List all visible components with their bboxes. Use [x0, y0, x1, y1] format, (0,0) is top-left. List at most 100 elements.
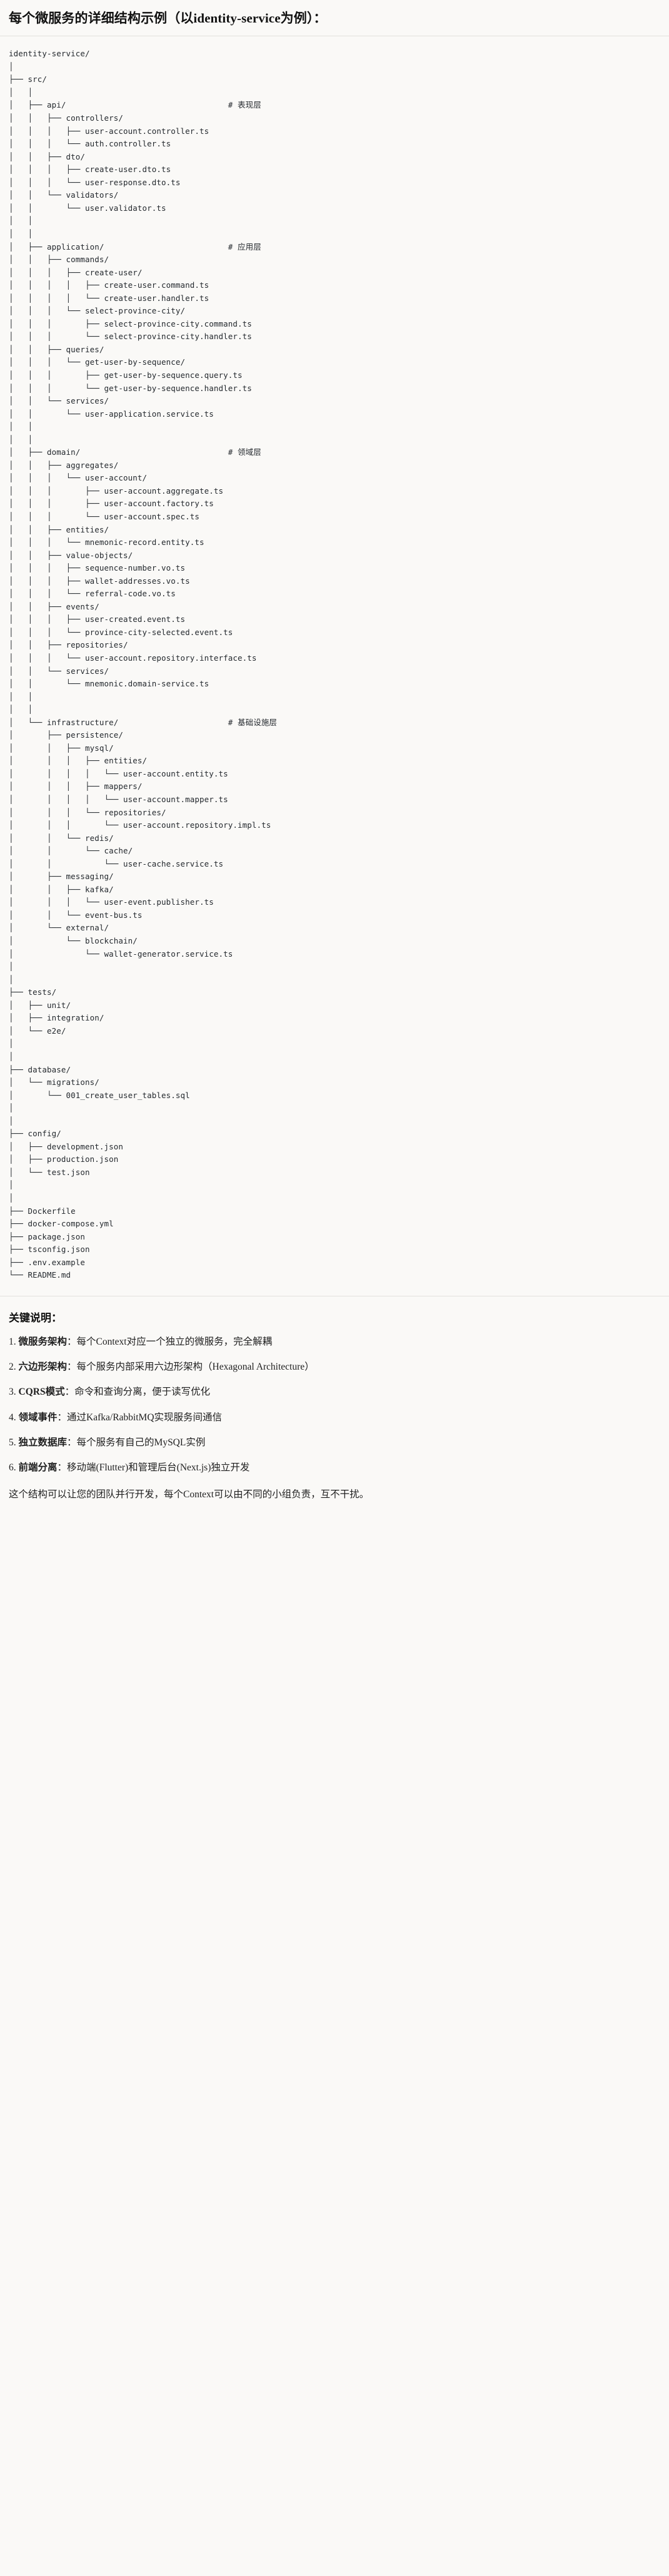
key-note-body: 每个服务内部采用六边形架构（Hexagonal Architecture） [76, 1362, 314, 1373]
tree-comment: # 表现层 [228, 100, 261, 110]
tree-line: │ └── e2e/ [9, 1026, 66, 1036]
tree-line: │ │ │ ├── create-user.dto.ts [9, 165, 171, 175]
tree-comment: # 基础设施层 [228, 717, 278, 727]
tree-line: │ │ │ └── user-account.repository.interf… [9, 653, 257, 663]
tree-line: │ │ │ │ ├── create-user.command.ts [9, 280, 209, 290]
tree-line: │ │ │ ├── create-user/ [9, 267, 143, 277]
tree-line: │ │ └── services/ [9, 666, 109, 676]
key-note-separator: ： [67, 1362, 77, 1373]
tree-line: │ │ └── user-cache.service.ts [9, 858, 224, 868]
tree-line: ├── tsconfig.json [9, 1245, 90, 1255]
tree-line: │ │ ├── kafka/ [9, 884, 114, 894]
key-note-separator: ： [67, 1437, 77, 1448]
tree-line: │ [9, 61, 14, 71]
key-note-number: 2. [9, 1362, 19, 1373]
tree-line: │ │ └── mnemonic.domain-service.ts [9, 679, 209, 689]
tree-line: ├── package.json [9, 1231, 86, 1241]
tree-line: │ │ ├── commands/ [9, 255, 109, 265]
key-note-item: 1. 微服务架构：每个Context对应一个独立的微服务，完全解耦 [9, 1335, 660, 1349]
key-notes-section: 关键说明： 1. 微服务架构：每个Context对应一个独立的微服务，完全解耦 2… [0, 1296, 669, 1516]
tree-line: │ │ │ └── mnemonic-record.entity.ts [9, 537, 204, 547]
directory-tree: identity-service/│├── src/│ ││ ├── api/ … [9, 48, 660, 1282]
tree-line: │ │ │ └── user-account.repository.impl.t… [9, 820, 271, 830]
key-note-item: 3. CQRS模式：命令和查询分离，便于读写优化 [9, 1385, 660, 1399]
tree-line: │ │ │ └── auth.controller.ts [9, 139, 171, 149]
tree-line: ├── Dockerfile [9, 1206, 76, 1216]
key-note-body: 通过Kafka/RabbitMQ实现服务间通信 [67, 1412, 223, 1423]
key-note-number: 1. [9, 1336, 19, 1347]
key-note-separator: ： [57, 1462, 68, 1474]
tree-line: │ ├── domain/ # 领域层 [9, 447, 261, 457]
tree-line: │ │ ├── aggregates/ [9, 460, 119, 470]
key-note-term: 独立数据库 [18, 1437, 68, 1448]
key-note-item: 2. 六边形架构：每个服务内部采用六边形架构（Hexagonal Archite… [9, 1360, 660, 1374]
tree-line: │ └── blockchain/ [9, 936, 138, 946]
tree-line: │ │ │ │ └── user-account.entity.ts [9, 768, 228, 778]
tree-line: │ ├── production.json [9, 1154, 119, 1164]
key-note-body: 移动端(Flutter)和管理后台(Next.js)独立开发 [67, 1462, 250, 1474]
tree-line: │ │ │ └── user-account/ [9, 473, 148, 483]
tree-line: │ │ │ └── select-province-city/ [9, 306, 186, 316]
tree-line: │ [9, 974, 14, 984]
key-note-term: 微服务架构 [18, 1336, 68, 1347]
key-note-body: 命令和查询分离，便于读写优化 [74, 1387, 211, 1398]
tree-line: │ │ │ ├── mappers/ [9, 781, 143, 792]
tree-line: │ └── test.json [9, 1167, 90, 1177]
key-note-item: 5. 独立数据库：每个服务有自己的MySQL实例 [9, 1435, 660, 1450]
tree-line: │ │ │ ├── wallet-addresses.vo.ts [9, 576, 190, 586]
tree-line: │ │ │ ├── select-province-city.command.t… [9, 318, 252, 328]
key-note-number: 6. [9, 1462, 19, 1474]
tree-line: │ │ ├── events/ [9, 601, 99, 611]
tree-line: identity-service/ [9, 49, 90, 59]
tree-line: │ │ │ └── user-account.spec.ts [9, 511, 200, 521]
tree-comment: # 领域层 [228, 447, 261, 457]
tree-line: │ │ │ ├── user-account.aggregate.ts [9, 486, 224, 496]
tree-line: │ │ │ └── referral-code.vo.ts [9, 589, 176, 599]
tree-line: │ ├── development.json [9, 1141, 124, 1151]
tree-line: │ │ ├── mysql/ [9, 743, 114, 753]
tree-line: │ │ ├── dto/ [9, 151, 86, 161]
key-note-separator: ： [57, 1412, 68, 1423]
tree-line: │ │ └── validators/ [9, 190, 119, 200]
tree-comment: # 应用层 [228, 242, 261, 252]
tree-line: │ │ │ └── province-city-selected.event.t… [9, 627, 233, 637]
tree-line: │ └── migrations/ [9, 1077, 99, 1087]
key-note-term: CQRS模式 [18, 1387, 65, 1398]
tree-line: │ │ [9, 216, 33, 226]
tree-line: │ │ └── user.validator.ts [9, 203, 166, 213]
key-notes-title: 关键说明： [9, 1311, 62, 1324]
document-header: 每个微服务的详细结构示例（以identity-service为例）： [0, 0, 669, 37]
tree-line: │ │ │ │ └── create-user.handler.ts [9, 293, 209, 303]
key-note-number: 4. [9, 1412, 19, 1423]
key-note-term: 领域事件 [18, 1412, 58, 1423]
tree-line: │ ├── application/ # 应用层 [9, 242, 261, 252]
tree-line: │ │ │ └── get-user-by-sequence.handler.t… [9, 383, 252, 393]
tree-line: ├── database/ [9, 1064, 71, 1074]
tree-line: ├── tests/ [9, 987, 57, 997]
tree-line: ├── docker-compose.yml [9, 1219, 114, 1229]
tree-line: │ ├── integration/ [9, 1013, 104, 1023]
tree-line: │ │ [9, 434, 33, 444]
key-note-separator: ： [64, 1387, 75, 1398]
tree-line: │ [9, 1051, 14, 1061]
tree-line: │ │ └── cache/ [9, 846, 133, 856]
key-note-separator: ： [67, 1336, 77, 1347]
tree-line: ├── src/ [9, 74, 48, 84]
tree-line: │ │ └── event-bus.ts [9, 910, 143, 920]
tree-line: │ [9, 1116, 14, 1126]
tree-line: │ └── wallet-generator.service.ts [9, 949, 233, 959]
tree-line: │ │ [9, 422, 33, 432]
tree-line: │ │ │ │ └── user-account.mapper.ts [9, 795, 228, 805]
tree-line: │ └── external/ [9, 923, 109, 933]
tree-line: │ [9, 962, 14, 972]
tree-line: │ │ │ ├── user-created.event.ts [9, 614, 186, 624]
tree-line: └── README.md [9, 1270, 71, 1280]
tree-line: │ │ └── user-application.service.ts [9, 409, 214, 419]
tree-line: │ └── infrastructure/ # 基础设施层 [9, 717, 278, 727]
key-note-body: 每个服务有自己的MySQL实例 [76, 1437, 206, 1448]
tree-line: │ │ │ ├── user-account.controller.ts [9, 126, 209, 136]
tree-line: │ │ ├── queries/ [9, 344, 104, 354]
tree-line: │ │ └── services/ [9, 396, 109, 406]
directory-tree-block: identity-service/│├── src/│ ││ ├── api/ … [0, 36, 669, 1288]
key-note-number: 5. [9, 1437, 19, 1448]
